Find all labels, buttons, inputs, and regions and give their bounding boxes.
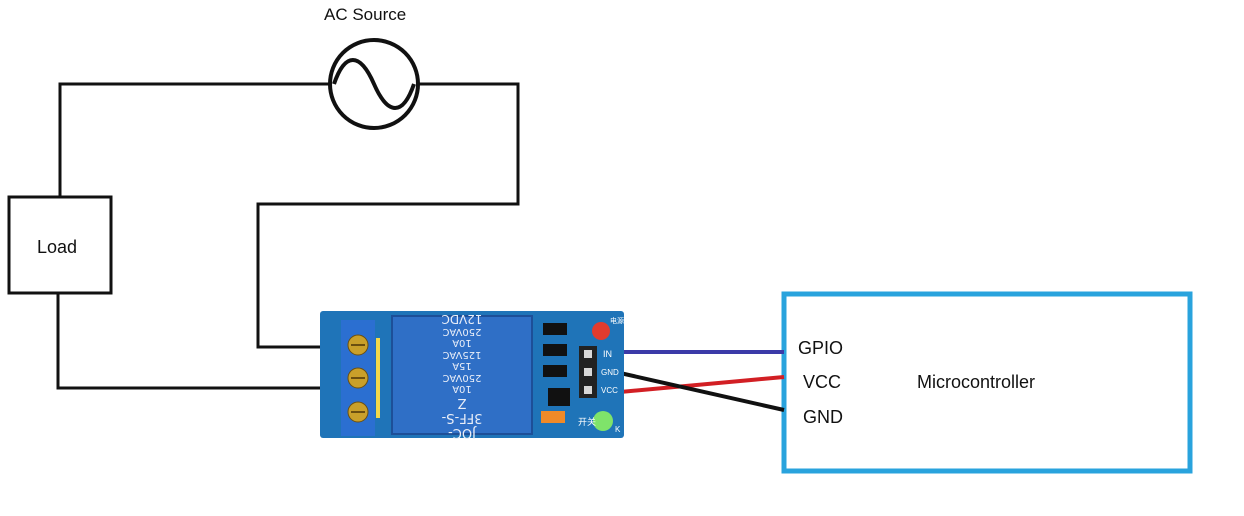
- relay-rating-text: 15A 125VAC: [442, 348, 482, 371]
- wire-vcc: [619, 375, 785, 394]
- relay-rating-text: 10A 250VAC: [442, 325, 482, 348]
- pin-label-gpio: GPIO: [798, 338, 844, 358]
- relay-cube: [391, 315, 533, 435]
- wire-load-to-ac: [58, 82, 330, 200]
- header-pins: [579, 346, 597, 398]
- diode: [541, 411, 565, 423]
- switch-led: [593, 411, 613, 431]
- board-pin-in: IN: [603, 349, 612, 359]
- power-led: [592, 322, 610, 340]
- resistor: [543, 323, 567, 335]
- transistor: [548, 388, 570, 406]
- relay-voltage-text: 12VDC: [441, 311, 483, 326]
- microcontroller-label: Microcontroller: [917, 372, 1036, 392]
- pin-label-gnd: GND: [803, 407, 843, 427]
- resistor: [543, 365, 567, 377]
- relay-rating-text: 10A 250VAC: [442, 371, 482, 394]
- relay-model-text: JOC-3FF-S-Z: [441, 394, 483, 440]
- power-led-marking: 电源: [610, 318, 624, 325]
- wire-load-to-relay: [56, 290, 362, 390]
- wire-gnd: [619, 371, 785, 412]
- ac-source-label: AC Source: [324, 5, 407, 24]
- relay-module: [320, 311, 624, 438]
- load-box: [7, 195, 113, 295]
- board-pin-gnd: GND: [601, 368, 619, 377]
- switch-led-marking: 开关: [578, 417, 597, 427]
- wire-ac-to-relay: [256, 82, 520, 349]
- terminal-screws: [347, 334, 369, 423]
- resistor: [543, 344, 567, 356]
- board-pin-vcc: VCC: [601, 386, 618, 395]
- ac-sine-icon: [328, 38, 420, 130]
- ac-circuit-wires: [56, 82, 520, 390]
- pin-label-vcc: VCC: [803, 372, 842, 392]
- microcontroller-box: [781, 291, 1193, 474]
- load-label: Load: [37, 237, 78, 257]
- switch-led-k-marking: K: [615, 425, 621, 434]
